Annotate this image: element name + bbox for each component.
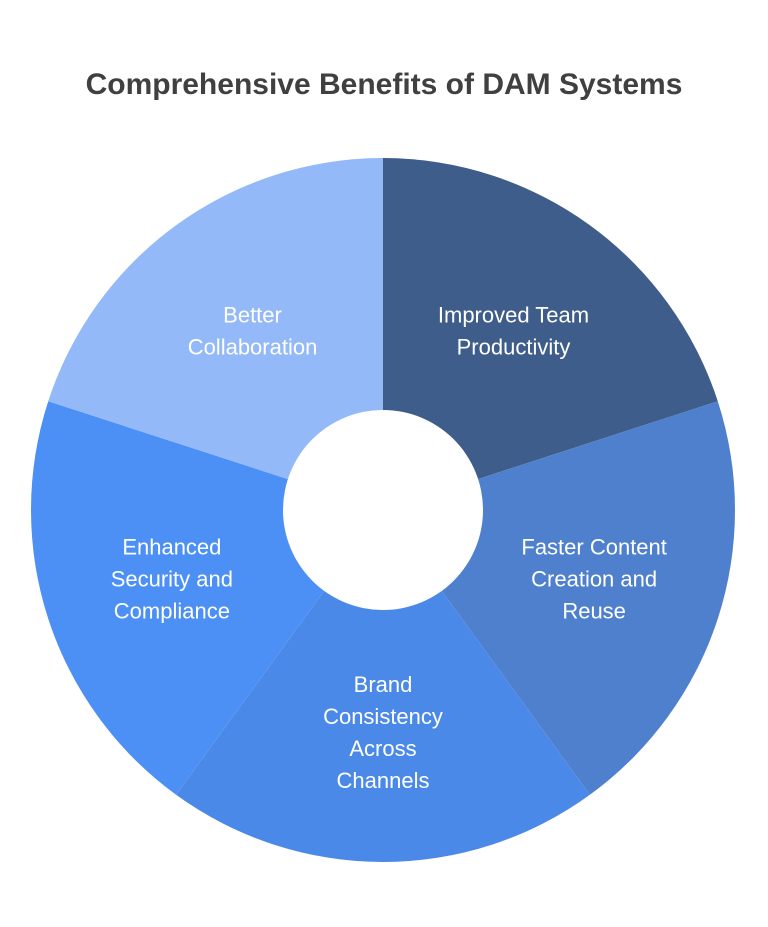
segment-label-line: Consistency bbox=[323, 704, 443, 729]
segment-label-line: Creation and bbox=[531, 567, 657, 592]
segment-4 bbox=[48, 158, 383, 510]
segment-label-line: Security and bbox=[111, 567, 233, 592]
segment-label-line: Faster Content bbox=[521, 535, 667, 560]
segment-label-line: Productivity bbox=[457, 334, 571, 359]
donut-hole bbox=[283, 410, 483, 610]
segment-label-line: Improved Team bbox=[438, 302, 589, 327]
segment-label-line: Compliance bbox=[114, 599, 230, 624]
segment-label-line: Channels bbox=[337, 768, 430, 793]
segment-label-line: Better bbox=[223, 302, 282, 327]
segment-0 bbox=[383, 158, 718, 510]
segment-2 bbox=[176, 510, 590, 863]
segment-label-line: Brand bbox=[354, 672, 413, 697]
diagram-title: Comprehensive Benefits of DAM Systems bbox=[85, 68, 683, 101]
segment-label-line: Collaboration bbox=[188, 334, 318, 359]
segment-label-line: Enhanced bbox=[122, 535, 221, 560]
segment-label-line: Reuse bbox=[562, 599, 626, 624]
segment-label-line: Across bbox=[349, 736, 416, 761]
